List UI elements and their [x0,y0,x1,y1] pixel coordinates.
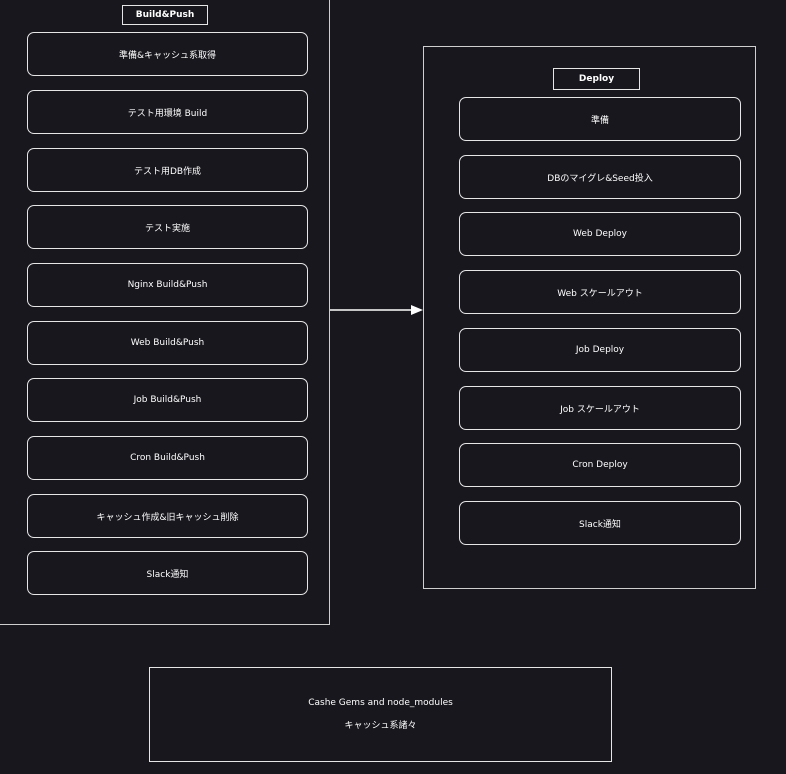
build-step-cron: Cron Build&Push [27,436,308,480]
build-step-test-env-build: テスト用環境 Build [27,90,308,134]
cache-box: Cashe Gems and node_modules キャッシュ系諸々 [149,667,612,762]
deploy-step-web: Web Deploy [459,212,741,256]
build-step-cache-create: キャッシュ作成&旧キャッシュ削除 [27,494,308,538]
cache-line-1: Cashe Gems and node_modules [308,698,453,708]
build-step-web: Web Build&Push [27,321,308,365]
build-step-job: Job Build&Push [27,378,308,422]
build-step-nginx: Nginx Build&Push [27,263,308,307]
build-step-prepare-cache: 準備&キャッシュ系取得 [27,32,308,76]
deploy-step-job: Job Deploy [459,328,741,372]
deploy-step-slack: Slack通知 [459,501,741,545]
deploy-group [423,46,756,589]
deploy-step-job-scaleout: Job スケールアウト [459,386,741,430]
deploy-step-cron: Cron Deploy [459,443,741,487]
build-push-group [0,0,330,625]
deploy-step-db-migrate: DBのマイグレ&Seed投入 [459,155,741,199]
build-step-run-tests: テスト実施 [27,205,308,249]
build-push-title: Build&Push [122,5,208,25]
deploy-step-prepare: 準備 [459,97,741,141]
arrow-head [411,305,423,315]
deploy-step-web-scaleout: Web スケールアウト [459,270,741,314]
deploy-title: Deploy [553,68,640,90]
build-step-test-db: テスト用DB作成 [27,148,308,192]
build-step-slack: Slack通知 [27,551,308,595]
cache-line-2: キャッシュ系諸々 [344,721,417,731]
